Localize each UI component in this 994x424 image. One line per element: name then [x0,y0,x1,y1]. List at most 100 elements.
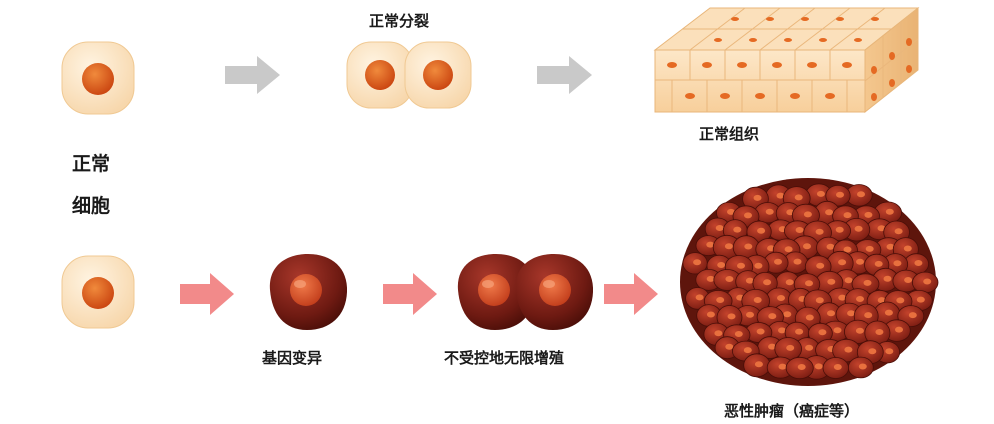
pink-right-arrow [383,273,437,315]
tumor-cell-nucleus [727,208,735,215]
tumor-cell-nucleus [844,346,853,353]
tumor-cell-nucleus [814,363,823,370]
tumor-cell-nucleus [864,312,873,319]
normal-cell-label-line1: 正常 [72,153,111,175]
tumor-cell-nucleus [816,262,825,269]
tumor-cell-nucleus [784,246,793,253]
tumor-cell-nucleus [763,279,772,286]
tumor-cell-nucleus [737,262,745,269]
tumor-cell-nucleus [855,327,864,334]
tumor-cell-nucleus [793,258,802,265]
tumor-cell-nucleus [904,277,913,283]
tumor-cell-nucleus [725,276,734,282]
tumor-cell-nucleus [854,225,863,232]
tumor-cell-nucleus [706,311,715,318]
tumor-cell-nucleus [768,313,777,320]
tumor-cell-nucleus [706,275,715,282]
tumor-cell-nucleus [835,226,844,233]
malignant-tumor-label: 恶性肿瘤（癌症等） [724,402,860,420]
tumor-cell-nucleus [826,243,835,250]
tumor-cell-nucleus [785,279,794,286]
tumor-cell-nucleus [827,278,836,285]
tumor-cell-nucleus [743,347,752,354]
dividing-normal-cells [346,41,472,109]
tumor-cell-nucleus [858,363,867,370]
tumor-cell-nucleus [865,245,874,252]
tumor-cell-nucleus [893,260,902,267]
tumor-cell-nucleus [843,212,852,219]
gray-right-arrow [225,56,280,94]
tumor-cell-nucleus [863,279,872,286]
normal-tissue-block [653,6,920,114]
tumor-cell-nucleus [717,262,726,268]
tumor-cell-nucleus [724,243,733,250]
malignant-tumor-mass [680,178,939,386]
tumor-cell-nucleus [877,297,886,304]
tumor-cell-nucleus [757,227,766,234]
tumor-cell-nucleus [836,191,844,198]
tumor-cell-nucleus [847,310,856,317]
tumor-cell-nucleus [886,243,895,250]
tumor-cell-nucleus [805,314,814,321]
tumor-cell-nucleus [856,296,864,302]
tumor-cell-nucleus [857,191,865,198]
tumor-cell-nucleus [825,209,834,216]
tumor-cell-nucleus [856,258,864,265]
tumor-cell-nucleus [903,245,912,252]
tumor-cell-nucleus [838,294,847,301]
normal-division-label: 正常分裂 [369,12,430,30]
tumor-cell-nucleus [803,243,811,250]
tumor-cell-nucleus [744,243,753,250]
tumor-cell-nucleus [778,327,786,334]
tumor-cell-nucleus [894,228,903,235]
tumor-cell-nucleus [815,228,824,235]
tumor-cell-nucleus [883,275,892,282]
normal-cell-bottom [61,255,135,329]
tumor-cell-nucleus [706,241,715,248]
tumor-cell-nucleus [916,296,925,303]
mutated-cell [269,254,348,330]
tumor-cell-nucleus [805,280,813,287]
tumor-cell-nucleus [745,277,754,284]
normal-tissue-label: 正常组织 [699,125,760,143]
normal-cell-label-line2: 细胞 [72,195,111,217]
tumor-cell-nucleus [774,258,782,265]
tumor-cell-nucleus [695,294,704,301]
tumor-cell-nucleus [795,227,804,233]
proliferating-mutated-cells [457,254,594,330]
tumor-cell-nucleus [754,361,763,368]
tumor-cell-nucleus [827,310,835,317]
tumor-cell-nucleus [777,295,785,301]
gray-right-arrow [537,56,592,94]
tumor-cell-nucleus [864,211,873,218]
tumor-cell-nucleus [733,226,742,233]
tumor-cell-nucleus [754,262,763,269]
tumor-cell-nucleus [716,297,725,303]
tumor-cell-nucleus [833,327,842,334]
tumor-cell-nucleus [908,312,917,319]
tumor-cell-nucleus [843,246,852,253]
pink-right-arrow [604,273,658,315]
tumor-cell-nucleus [805,344,814,351]
tumor-cell-nucleus [844,277,853,284]
tumor-cell-nucleus [874,260,883,267]
tumor-cell-nucleus [816,190,825,197]
tumor-cell-nucleus [753,194,762,201]
tumor-cell-nucleus [776,192,785,199]
tumor-cell-nucleus [734,331,743,337]
tumor-cell-nucleus [895,326,903,333]
tumor-cell-nucleus [725,343,734,350]
tumor-cell-nucleus [746,311,754,318]
uncontrolled-growth-label: 不受控地无限增殖 [444,349,565,367]
tumor-cell-nucleus [794,194,803,201]
tumor-cell-nucleus [714,330,723,337]
tumor-cell-nucleus [783,311,792,318]
tumor-cell-nucleus [765,208,774,215]
tumor-cell-nucleus [803,211,812,218]
tumor-cell-nucleus [768,343,777,350]
tumor-cell-nucleus [715,225,724,231]
tumor-cell-nucleus [797,364,806,370]
tumor-cell-nucleus [914,260,923,266]
tumor-cell-nucleus [884,309,893,316]
